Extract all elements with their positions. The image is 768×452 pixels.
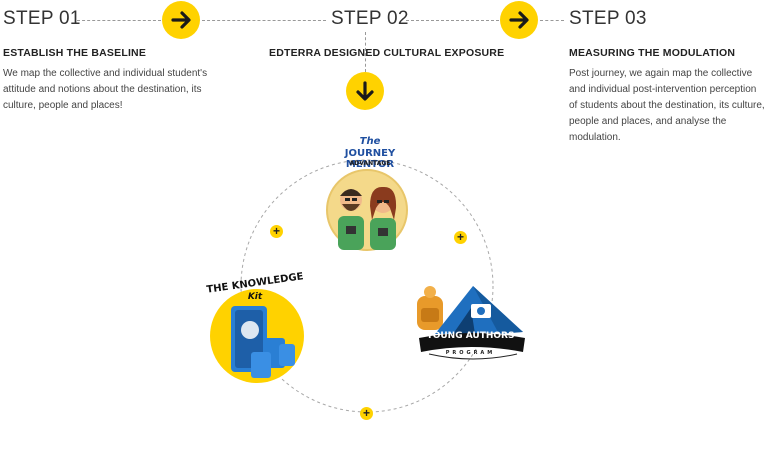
journey-mentor-illustration[interactable]: The JOURNEY MENTOR ADVANTAGE bbox=[320, 136, 420, 253]
young-authors-tag: PROGRAM bbox=[445, 350, 496, 356]
journey-mentor-tag: ADVANTAGE bbox=[349, 160, 391, 167]
knowledge-kit-illustration[interactable]: THE KNOWLEDGE Kit bbox=[205, 271, 315, 384]
plus-icon: + bbox=[454, 231, 467, 244]
down-arrow-button[interactable] bbox=[346, 72, 384, 110]
next-step-button[interactable] bbox=[500, 1, 538, 39]
step-01-subtitle: ESTABLISH THE BASELINE bbox=[3, 47, 147, 59]
connector-line bbox=[202, 20, 326, 21]
young-authors-illustration[interactable]: YOUNG AUTHORS PROGRAM bbox=[413, 278, 528, 366]
knowledge-kit-tag: Kit bbox=[247, 292, 263, 302]
next-step-button[interactable] bbox=[162, 1, 200, 39]
step-03-title: STEP 03 bbox=[569, 8, 647, 29]
journey-mentor-the: The bbox=[359, 136, 381, 147]
step-03-description: Post journey, we again map the collectiv… bbox=[569, 68, 765, 143]
step-02-subtitle: EDTERRA DESIGNED CULTURAL EXPOSURE bbox=[269, 47, 505, 59]
step-02-title: STEP 02 bbox=[331, 8, 409, 29]
connector-line bbox=[540, 20, 564, 21]
journey-mentor-title: JOURNEY MENTOR bbox=[344, 148, 396, 170]
connector-line-vertical bbox=[365, 32, 366, 72]
young-authors-title: YOUNG AUTHORS bbox=[426, 331, 515, 341]
arrow-right-icon bbox=[171, 11, 191, 29]
plus-icon: + bbox=[270, 225, 283, 238]
arrow-down-icon bbox=[356, 81, 374, 101]
connector-line bbox=[77, 20, 161, 21]
step-03-subtitle: MEASURING THE MODULATION bbox=[569, 47, 736, 59]
plus-icon: + bbox=[360, 407, 373, 420]
arrow-right-icon bbox=[509, 11, 529, 29]
step-01-title: STEP 01 bbox=[3, 8, 81, 29]
step-01-description: We map the collective and individual stu… bbox=[3, 68, 208, 111]
connector-line bbox=[406, 20, 499, 21]
